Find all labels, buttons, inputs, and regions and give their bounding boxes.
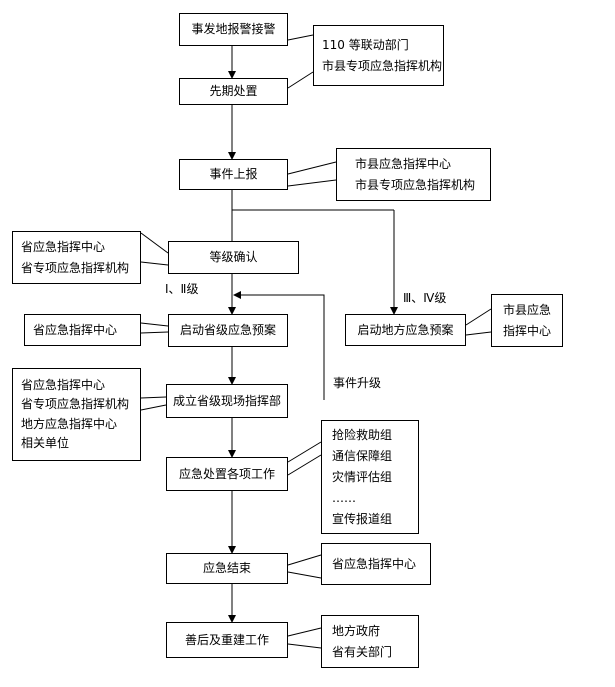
node-recovery: 善后及重建工作 [166, 622, 288, 658]
label-upgrade: 事件升级 [333, 376, 382, 391]
note-line: 市县专项应急指挥机构 [355, 177, 476, 192]
node-provincial-plan: 启动省级应急预案 [168, 314, 288, 347]
note-line: 指挥中心 [502, 323, 551, 338]
note-line: 通信保障组 [332, 448, 393, 463]
upgrade-loop [237, 294, 325, 400]
note-report: 110 等联动部门 市县专项应急指挥机构 [313, 25, 444, 86]
note-tasks: 抢险救助组 通信保障组 灾情评估组 …… 宣传报道组 [321, 420, 419, 534]
note-recovery: 地方政府 省有关部门 [321, 615, 419, 668]
note-line: 灾情评估组 [332, 469, 393, 484]
note-local: 市县应急 指挥中心 [491, 294, 563, 347]
node-end: 应急结束 [166, 553, 288, 584]
note-line: …… [332, 490, 356, 505]
note-end: 省应急指挥中心 [321, 543, 431, 585]
node-report: 事发地报警接警 [179, 13, 288, 46]
note-escalate: 市县应急指挥中心 市县专项应急指挥机构 [336, 148, 491, 201]
node-local-plan: 启动地方应急预案 [345, 314, 466, 346]
node-initial: 先期处置 [179, 78, 288, 105]
node-escalate-report: 事件上报 [179, 159, 288, 190]
note-line: 市县应急指挥中心 [355, 157, 452, 172]
note-line: 抢险救助组 [332, 427, 393, 442]
note-provincial: 省应急指挥中心 [24, 314, 141, 346]
note-line: 省应急指挥中心 [332, 556, 417, 571]
label-level-low: Ⅲ、Ⅳ级 [403, 291, 447, 306]
note-line: 市县专项应急指挥机构 [322, 58, 443, 73]
note-line: 相关单位 [21, 435, 70, 450]
note-line: 省应急指挥中心 [33, 322, 118, 337]
note-line: 省应急指挥中心 [21, 378, 106, 393]
node-confirm: 等级确认 [168, 241, 299, 274]
note-line: 110 等联动部门 [322, 38, 409, 53]
note-line: 宣传报道组 [332, 511, 393, 526]
node-tasks: 应急处置各项工作 [166, 457, 288, 491]
note-line: 省专项应急指挥机构 [21, 260, 130, 275]
node-field-hq: 成立省级现场指挥部 [166, 384, 288, 418]
note-confirm: 省应急指挥中心 省专项应急指挥机构 [12, 231, 141, 284]
note-line: 省应急指挥中心 [21, 240, 106, 255]
note-line: 市县应急 [502, 303, 551, 318]
note-field: 省应急指挥中心 省专项应急指挥机构 地方应急指挥中心 相关单位 [12, 368, 141, 461]
note-line: 省有关部门 [332, 644, 393, 659]
label-level-high: Ⅰ、Ⅱ级 [165, 282, 199, 297]
note-line: 省专项应急指挥机构 [21, 397, 130, 412]
note-line: 地方应急指挥中心 [21, 416, 118, 431]
note-line: 地方政府 [332, 624, 381, 639]
